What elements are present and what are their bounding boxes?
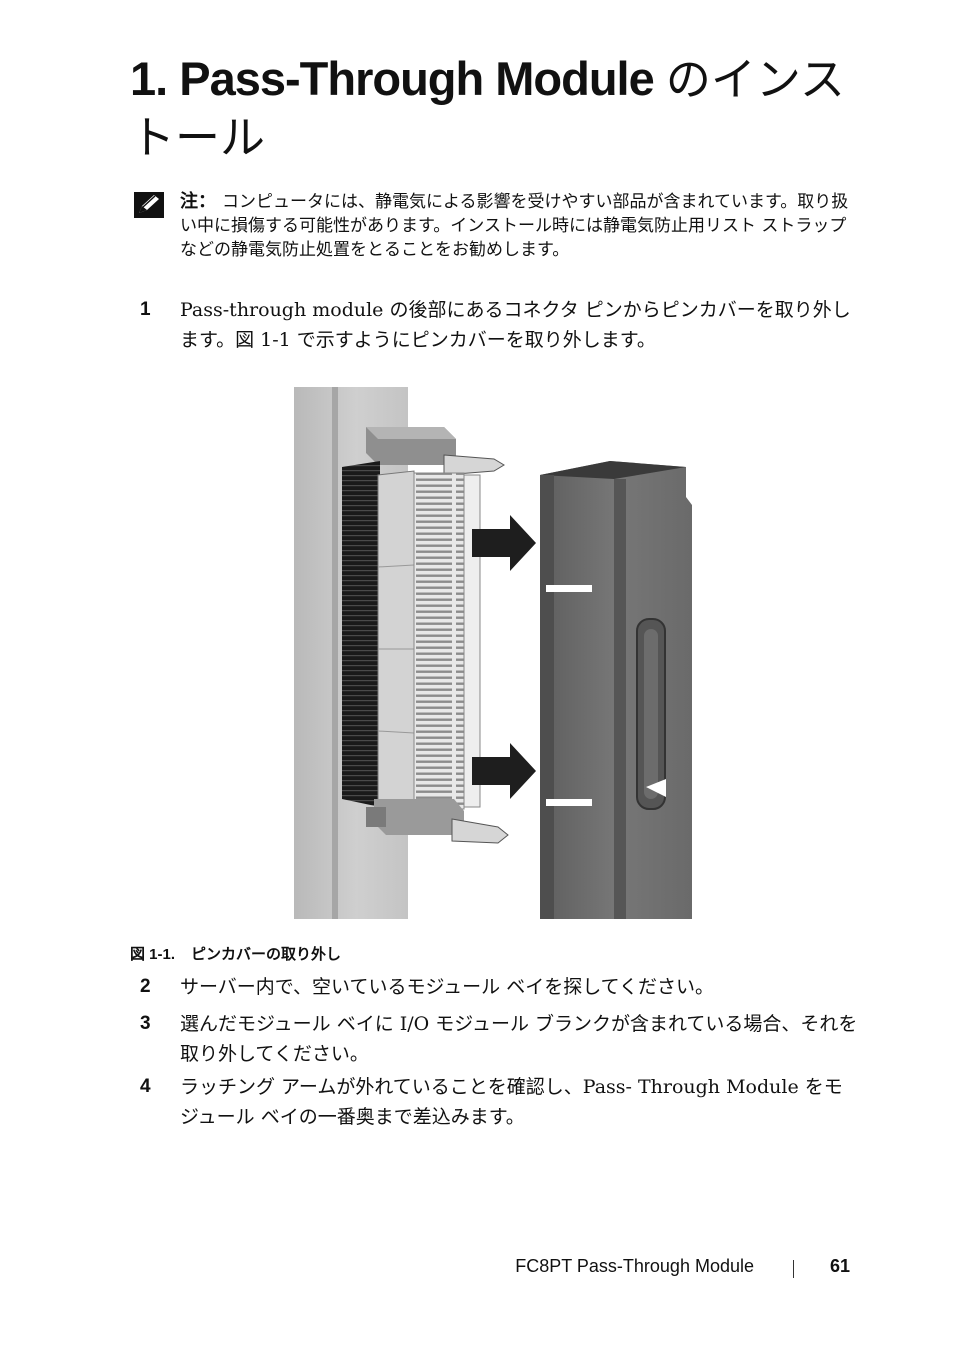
title-japanese: のインストール — [130, 53, 845, 164]
step-text: Pass-through module の後部にあるコネクタ ピンからピンカバー… — [180, 299, 851, 351]
step-number: 1 — [140, 299, 151, 320]
note-body: コンピュータには、静電気による影響を受けやすい部品が含まれています。取り扱い中に… — [180, 192, 849, 260]
figure-caption: 図 1-1. ピンカバーの取り外し — [130, 943, 730, 966]
step-number: 4 — [140, 1076, 151, 1097]
note-label: 注： — [180, 191, 216, 212]
footer-divider — [793, 1260, 794, 1278]
pin-cover-removal-figure — [294, 387, 692, 919]
step-text: サーバー内で、空いているモジュール ベイを探してください。 — [180, 976, 715, 998]
note-text: 注：コンピュータには、静電気による影響を受けやすい部品が含まれています。取り扱い… — [180, 190, 860, 262]
title-latin: 1. Pass-Through Module — [130, 52, 666, 105]
page-footer: FC8PT Pass-Through Module 61 — [0, 1256, 954, 1284]
figure-caption-text: ピンカバーの取り外し — [191, 945, 342, 963]
step-text: ラッチング アームが外れていることを確認し、Pass- Through Modu… — [180, 1076, 843, 1128]
pencil-note-icon — [134, 192, 164, 218]
step-number: 2 — [140, 976, 151, 997]
figure-number: 図 1-1. — [130, 946, 176, 963]
page-number: 61 — [829, 1256, 850, 1276]
page-title: 1. Pass-Through Module のインストール — [130, 50, 870, 167]
footer-title: FC8PT Pass-Through Module — [515, 1256, 754, 1276]
step-text: 選んだモジュール ベイに I/O モジュール ブランクが含まれている場合、それを… — [180, 1013, 858, 1065]
step-number: 3 — [140, 1013, 151, 1034]
